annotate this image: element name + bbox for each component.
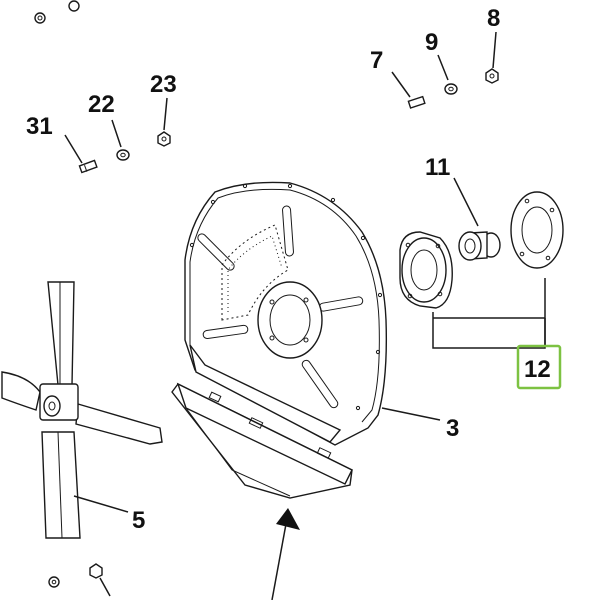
label-8: 8: [487, 5, 500, 32]
label-11: 11: [425, 154, 450, 181]
arrow-up-icon: [271, 508, 300, 600]
part-22-washer: [111, 119, 130, 161]
label-7: 7: [370, 47, 383, 74]
part-12-flange-plate: [510, 191, 564, 269]
label-5: 5: [132, 507, 145, 534]
leader-5: [73, 495, 129, 513]
part-bottom-guard: [171, 382, 353, 499]
part-8-nut: [485, 31, 499, 84]
part-5-fan-blade: [1, 281, 163, 539]
label-9: 9: [425, 29, 438, 56]
partial-nut-bottom: [89, 563, 111, 597]
partial-washer-top-left: [68, 0, 80, 12]
label-12: 12: [524, 356, 551, 383]
part-12-bracket-line: [432, 278, 546, 349]
partial-nut-top-left: [34, 12, 46, 24]
leader-3: [381, 407, 441, 421]
part-31-bolt: [64, 134, 98, 174]
part-7-bolt: [391, 71, 426, 109]
partial-washer-bottom: [48, 576, 60, 588]
part-11-bushing: [453, 177, 501, 261]
part-3-fan-shroud: [184, 181, 388, 446]
label-23: 23: [150, 71, 177, 98]
label-31: 31: [26, 113, 53, 140]
part-23-nut: [157, 97, 171, 147]
part-12-bearing-flange: [399, 231, 453, 309]
part-9-washer: [437, 54, 458, 95]
label-12-highlight-box: [516, 344, 562, 390]
label-3: 3: [446, 415, 459, 442]
label-22: 22: [88, 91, 115, 118]
